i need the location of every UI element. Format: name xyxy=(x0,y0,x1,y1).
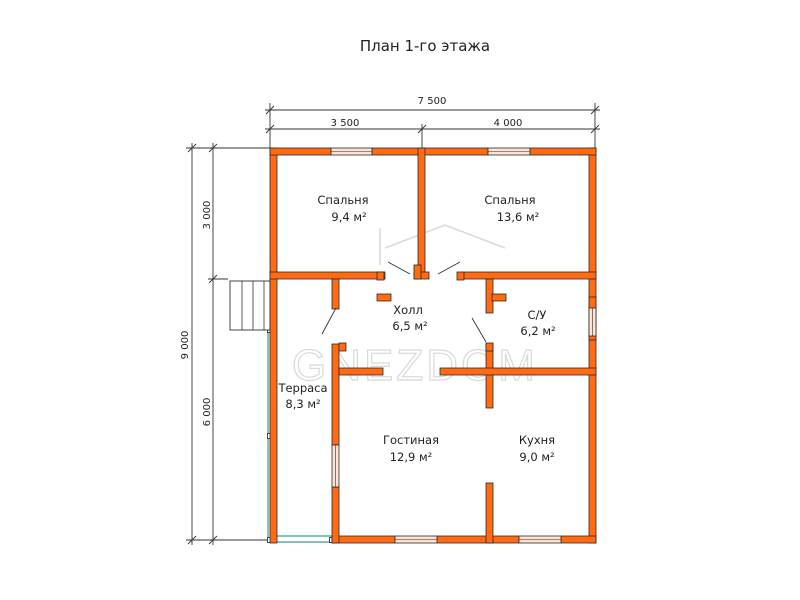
room-area: 12,9 м² xyxy=(390,450,433,464)
room-area: 6,2 м² xyxy=(520,324,555,338)
door-swing-line xyxy=(387,261,411,275)
dim-left-width: 3 500 xyxy=(331,118,360,129)
dimension-tick xyxy=(208,143,218,153)
windows xyxy=(330,147,597,544)
dim-total-height: 9 000 xyxy=(180,331,191,360)
walls xyxy=(269,147,597,544)
door-swings xyxy=(321,261,487,343)
room-name: Спальня xyxy=(317,193,368,207)
dimension-tick xyxy=(208,535,218,545)
room-area: 13,6 м² xyxy=(497,210,540,224)
dim-bottom-height: 6 000 xyxy=(202,398,213,427)
dim-total-width: 7 500 xyxy=(418,96,447,107)
wall-segment xyxy=(417,147,426,279)
wall-stub xyxy=(456,271,465,281)
terrace xyxy=(229,280,335,543)
wall-stub xyxy=(491,293,507,302)
room-area: 8,3 м² xyxy=(285,397,320,411)
dimension-tick xyxy=(265,124,275,134)
wall-segment xyxy=(462,271,597,280)
wall-segment xyxy=(331,486,340,544)
wall-segment xyxy=(338,367,384,376)
room-labels: Спальня 9,4 м² Спальня 13,6 м² Холл 6,5 … xyxy=(277,193,555,464)
wall-segment xyxy=(439,367,597,376)
watermark-text: GNEZDOM xyxy=(292,341,538,390)
dim-top-height: 3 000 xyxy=(202,201,213,230)
dimension-tick xyxy=(590,124,600,134)
wall-stub xyxy=(376,271,385,281)
wall-segment xyxy=(269,147,278,544)
room-name: Терраса xyxy=(277,381,327,395)
wall-segment xyxy=(560,535,597,544)
dimension-tick xyxy=(187,535,197,545)
wall-stub xyxy=(485,342,494,352)
wall-segment xyxy=(269,147,332,156)
room-name: Кухня xyxy=(519,433,555,447)
wall-segment xyxy=(436,535,520,544)
door-swing-line xyxy=(321,307,337,335)
room-name: Холл xyxy=(393,303,423,317)
dim-right-width: 4 000 xyxy=(494,118,523,129)
dimension-tick xyxy=(265,105,275,115)
room-name: С/У xyxy=(528,308,547,322)
dimension-lines xyxy=(186,103,600,545)
dimension-tick xyxy=(590,105,600,115)
wall-segment xyxy=(331,343,340,446)
room-name: Спальня xyxy=(484,193,535,207)
watermark-roof-icon xyxy=(384,224,506,249)
door-swing-line xyxy=(437,261,461,275)
wall-stub xyxy=(338,342,347,352)
wall-segment xyxy=(485,343,494,409)
wall-segment xyxy=(269,271,386,280)
wall-segment xyxy=(588,147,597,544)
plan-title: План 1-го этажа xyxy=(360,37,490,55)
terrace-railing xyxy=(271,535,335,543)
room-area: 9,0 м² xyxy=(519,450,554,464)
dimension-labels: 7 500 3 500 4 000 9 000 3 000 6 000 xyxy=(180,96,522,426)
wall-segment xyxy=(331,535,396,544)
wall-segment xyxy=(331,278,340,310)
wall-segment xyxy=(485,482,494,544)
room-area: 9,4 м² xyxy=(331,210,366,224)
room-area: 6,5 м² xyxy=(392,319,427,333)
door-swing-line xyxy=(471,317,487,343)
room-name: Гостиная xyxy=(383,433,439,447)
wall-stub xyxy=(376,293,392,302)
wall-segment xyxy=(529,147,597,156)
dimension-tick xyxy=(187,143,197,153)
wall-stub xyxy=(413,264,422,280)
wall-segment xyxy=(371,147,489,156)
